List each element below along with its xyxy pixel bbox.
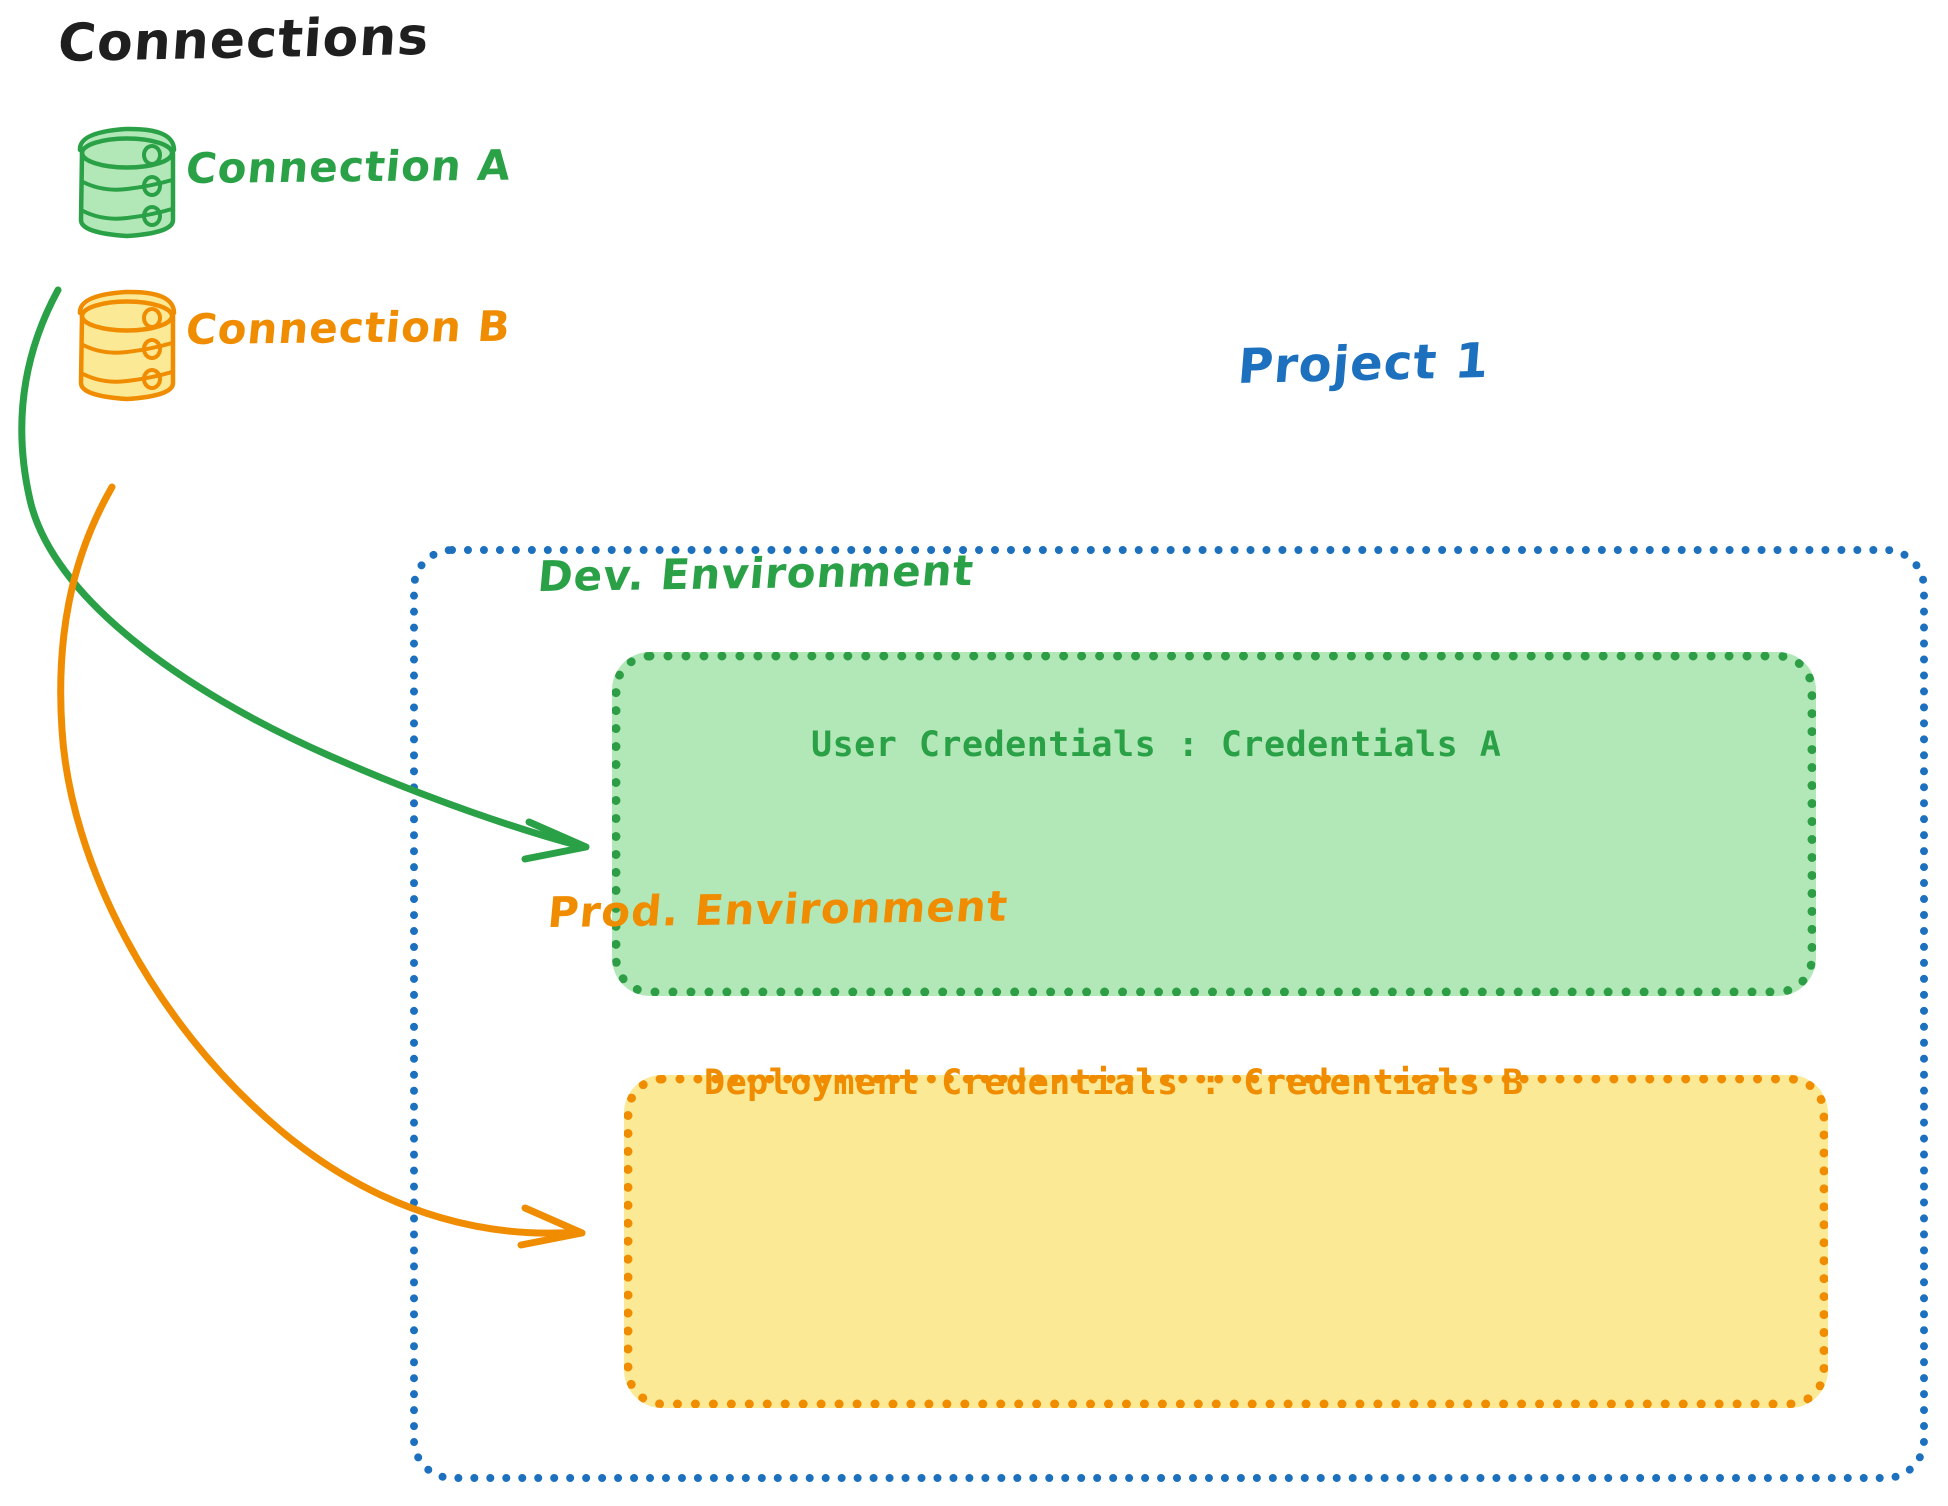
- dev-environment-title: Dev. Environment: [535, 545, 977, 602]
- dev-environment-box[interactable]: [612, 652, 1816, 996]
- database-cylinder-icon-connection-a[interactable]: [77, 126, 177, 239]
- prod-environment-title: Prod. Environment: [545, 881, 1011, 938]
- prod-environment-credentials: Deployment Credentials : Credentials B: [704, 1063, 1524, 1103]
- database-cylinder-icon-connection-b[interactable]: [77, 289, 177, 402]
- connection-a-label[interactable]: Connection A: [183, 140, 514, 194]
- page-title: Connections: [55, 6, 432, 75]
- connection-b-label[interactable]: Connection B: [183, 301, 514, 355]
- prod-environment-box[interactable]: [624, 1075, 1828, 1408]
- project-1-label: Project 1: [1235, 332, 1492, 396]
- dev-environment-credentials: User Credentials : Credentials A: [811, 725, 1502, 765]
